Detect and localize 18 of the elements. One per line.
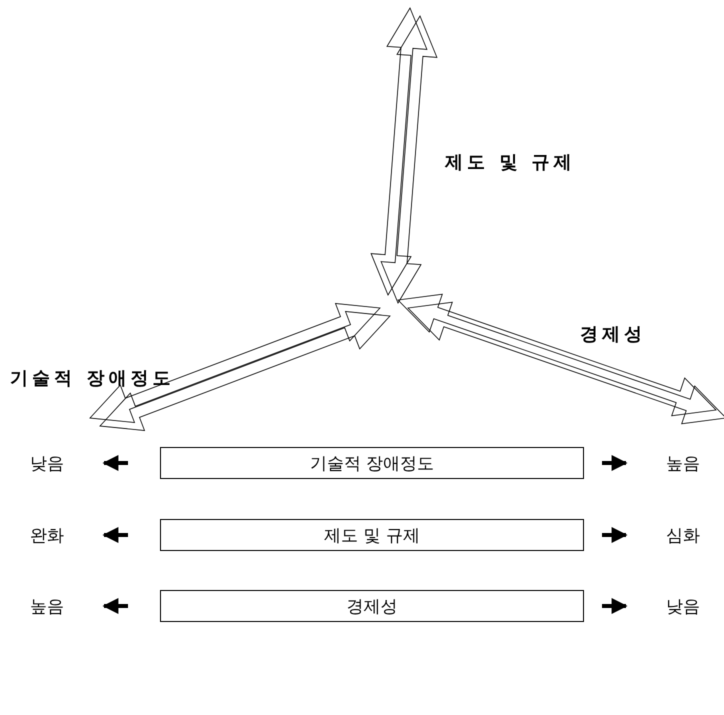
level-text: 낮음 xyxy=(18,449,76,477)
axis-label: 제도 및 규제 xyxy=(445,151,576,174)
arrow xyxy=(602,527,628,543)
level-text: 높음 xyxy=(18,592,76,620)
level-text: 완화 xyxy=(18,521,76,549)
level-text: 심화 xyxy=(652,521,714,549)
arrow xyxy=(602,455,628,471)
level-text: 높음 xyxy=(652,449,714,477)
axis-label: 기술적 장애정도 xyxy=(10,367,174,390)
axis-box: 경제성 xyxy=(160,590,584,622)
arrow xyxy=(102,455,128,471)
arrow xyxy=(602,598,628,614)
axis-label: 경제성 xyxy=(580,323,646,346)
axis-box: 기술적 장애정도 xyxy=(160,447,584,479)
arrow xyxy=(102,527,128,543)
arrow xyxy=(102,598,128,614)
level-text: 낮음 xyxy=(652,592,714,620)
axis-box: 제도 및 규제 xyxy=(160,519,584,551)
